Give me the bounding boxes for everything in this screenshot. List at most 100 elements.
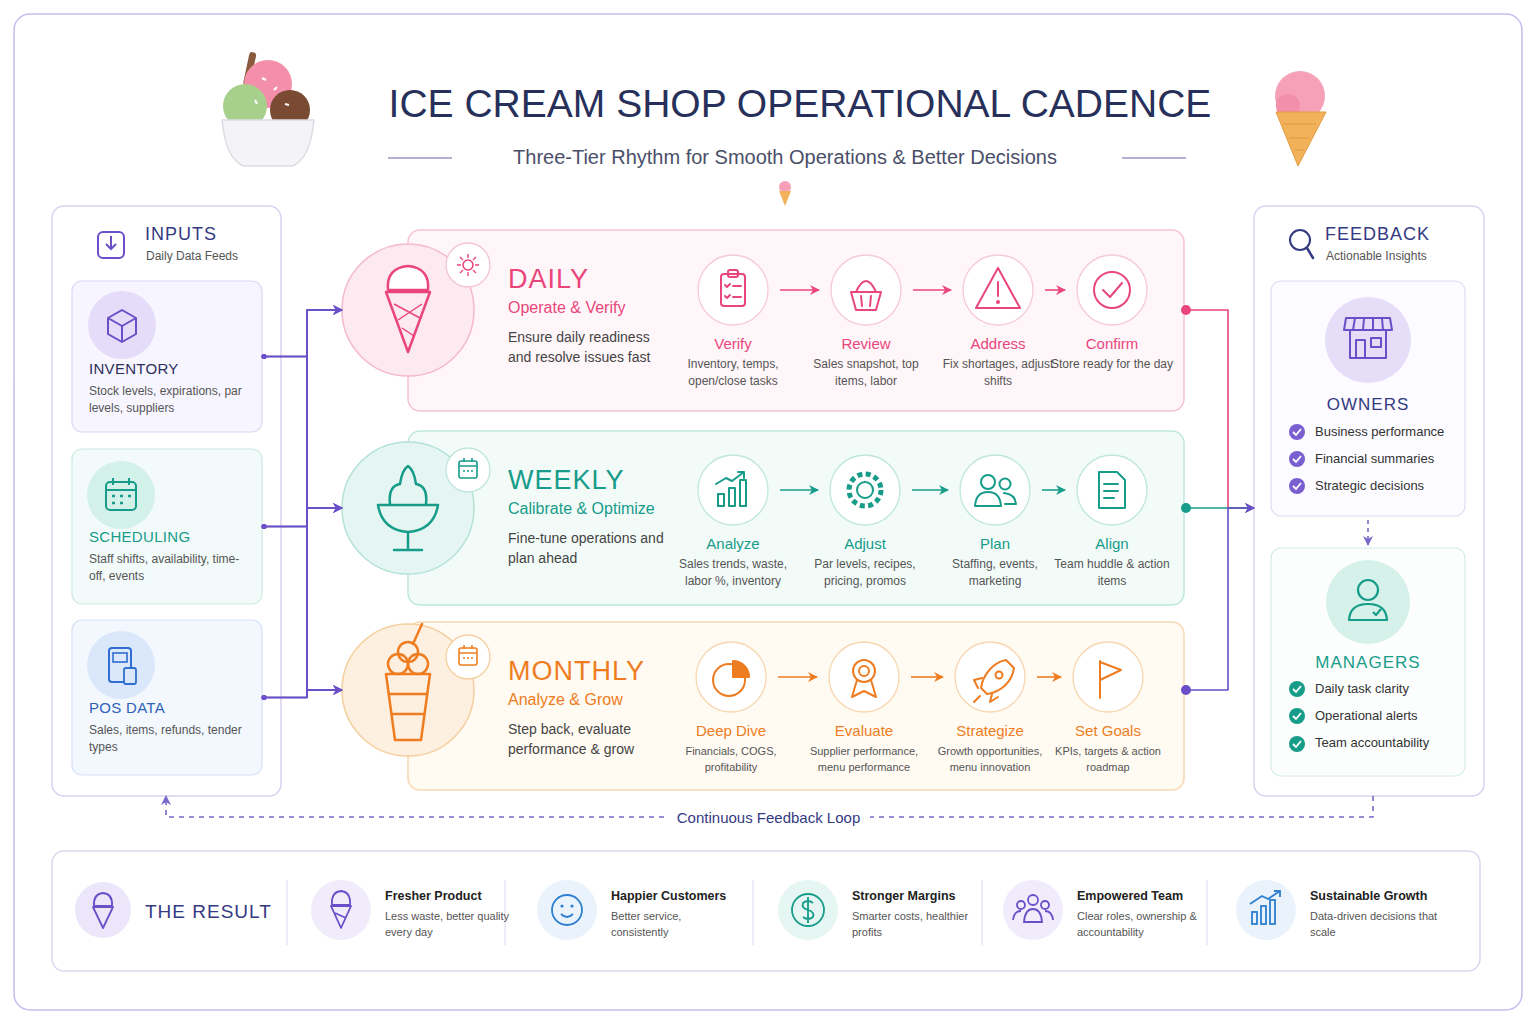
feedback-panel-shape bbox=[1293, 686, 1301, 747]
result-bar-shape bbox=[331, 891, 351, 928]
connector bbox=[1045, 289, 1065, 291]
daily-band-shape bbox=[721, 268, 1130, 310]
daily-band-shape bbox=[342, 230, 1184, 411]
monthly-band-shape bbox=[829, 642, 899, 712]
diagram-title: ICE CREAM SHOP OPERATIONAL CADENCE bbox=[300, 82, 1300, 126]
monthly-band-shape bbox=[955, 642, 1025, 712]
connector-dot bbox=[262, 524, 267, 529]
monthly-band-shape bbox=[981, 660, 1014, 694]
weekly-band-shape bbox=[729, 488, 735, 506]
connector bbox=[1037, 676, 1061, 678]
node-heading: Happier Customers bbox=[611, 889, 726, 903]
node-heading: Plan bbox=[933, 535, 1057, 552]
result-item: Stronger MarginsSmarter costs, healthier… bbox=[777, 875, 982, 945]
cadence-band: DAILYOperate & VerifyEnsure daily readin… bbox=[342, 230, 1184, 411]
sundae-illustration bbox=[255, 78, 289, 105]
connector bbox=[262, 310, 342, 698]
node-text: Operate & Verify bbox=[508, 299, 625, 317]
node-text: Better service, consistently bbox=[611, 908, 739, 940]
feedback-panel-shape bbox=[1349, 580, 1387, 620]
result-bar-shape bbox=[1013, 909, 1053, 922]
daily-band-shape bbox=[831, 255, 901, 325]
weekly-band-shape bbox=[1000, 479, 1011, 490]
connector-dot bbox=[262, 695, 267, 700]
cone-illustration bbox=[1283, 124, 1316, 150]
node-text: Staffing, events, marketing bbox=[933, 556, 1057, 590]
step-node: Deep DiveFinancials, COGS, profitability bbox=[696, 642, 766, 712]
node-heading: Sustainable Growth bbox=[1310, 889, 1427, 903]
step-node: ReviewSales snapshot, top items, labor bbox=[831, 255, 901, 325]
node-text: Data-driven decisions that scale bbox=[1310, 908, 1438, 940]
node-text: Store ready for the day bbox=[1050, 356, 1174, 373]
inputs-panel-shape bbox=[52, 206, 281, 796]
node-text: Financials, COGS, profitability bbox=[669, 743, 793, 775]
daily-band-shape bbox=[1094, 272, 1130, 308]
step-node: AnalyzeSales trends, waste, labor %, inv… bbox=[698, 455, 768, 525]
input-card-shape bbox=[87, 631, 155, 699]
connector bbox=[1042, 489, 1065, 491]
monthly-band-shape bbox=[386, 624, 430, 740]
feedback-panel-shape bbox=[1254, 206, 1484, 796]
audience-card: MANAGERSDaily task clarityOperational al… bbox=[1271, 548, 1465, 776]
result-bar-shape bbox=[1261, 906, 1266, 924]
connector bbox=[262, 310, 342, 357]
connector-dot bbox=[262, 354, 267, 359]
cone-illustration bbox=[1276, 112, 1326, 166]
connector-dot bbox=[262, 524, 267, 529]
node-text: Daily task clarity bbox=[1315, 681, 1409, 696]
node-heading: WEEKLY bbox=[508, 465, 625, 496]
node-text: Analyze & Grow bbox=[508, 691, 623, 709]
daily-band-shape bbox=[728, 270, 738, 277]
input-card: POS DATASales, items, refunds, tender ty… bbox=[72, 620, 262, 775]
result-bar-shape bbox=[1252, 912, 1257, 924]
weekly-band-shape bbox=[459, 458, 477, 471]
result-bar-shape bbox=[287, 880, 1207, 945]
daily-band-shape bbox=[446, 243, 490, 287]
node-heading: MONTHLY bbox=[508, 656, 645, 687]
feedback-panel-shape bbox=[1293, 429, 1301, 489]
feedback-panel-shape bbox=[1289, 451, 1305, 467]
weekly-band-shape bbox=[394, 532, 422, 550]
node-text: Staff shifts, availability, time-off, ev… bbox=[89, 551, 251, 585]
node-heading: OWNERS bbox=[1271, 395, 1465, 415]
step-node: AlignTeam huddle & action items bbox=[1077, 455, 1147, 525]
node-heading: Set Goals bbox=[1046, 722, 1170, 739]
connector-dots bbox=[262, 305, 1192, 700]
feedback-panel-shape bbox=[1371, 338, 1381, 347]
node-heading: Strategize bbox=[928, 722, 1052, 739]
feedback-panel-shape bbox=[1289, 424, 1305, 494]
cadence-band: MONTHLYAnalyze & GrowStep back, evaluate… bbox=[342, 622, 1184, 790]
monthly-band-shape bbox=[733, 661, 749, 677]
daily-band-shape bbox=[721, 274, 745, 306]
node-heading: Analyze bbox=[671, 535, 795, 552]
weekly-band-shape bbox=[740, 480, 746, 506]
node-text: Fine-tune operations and plan ahead bbox=[508, 528, 673, 568]
feedback-panel-shape bbox=[1289, 424, 1305, 440]
feedback-panel-shape bbox=[1307, 248, 1313, 258]
node-heading: Verify bbox=[671, 335, 795, 352]
feedback-panel-shape bbox=[1289, 478, 1305, 494]
result-bar-shape bbox=[311, 880, 371, 940]
result-bar-shape bbox=[792, 894, 824, 926]
weekly-band-shape bbox=[1077, 455, 1147, 525]
monthly-band-shape bbox=[696, 642, 766, 712]
result-bar-shape bbox=[552, 895, 582, 925]
connector-dot bbox=[262, 695, 267, 700]
feedback-panel-shape bbox=[1289, 736, 1305, 752]
node-text: Team accountability bbox=[1315, 735, 1429, 750]
input-card-shape bbox=[72, 620, 262, 775]
feedback-panel-shape bbox=[1325, 297, 1411, 383]
monthly-band-shape bbox=[386, 674, 430, 740]
monthly-band-shape bbox=[408, 622, 1184, 790]
input-card-shape bbox=[72, 281, 262, 432]
monthly-band-shape bbox=[459, 648, 477, 665]
weekly-band-shape bbox=[716, 472, 744, 484]
node-heading: Empowered Team bbox=[1077, 889, 1183, 903]
weekly-band-shape bbox=[698, 455, 1147, 525]
audience-card: OWNERSBusiness performanceFinancial summ… bbox=[1271, 281, 1465, 516]
node-text: Inventory, temps, open/close tasks bbox=[671, 356, 795, 390]
connector-dot bbox=[262, 695, 267, 700]
input-card-shape bbox=[113, 653, 127, 662]
input-card: SCHEDULINGStaff shifts, availability, ti… bbox=[72, 449, 262, 604]
